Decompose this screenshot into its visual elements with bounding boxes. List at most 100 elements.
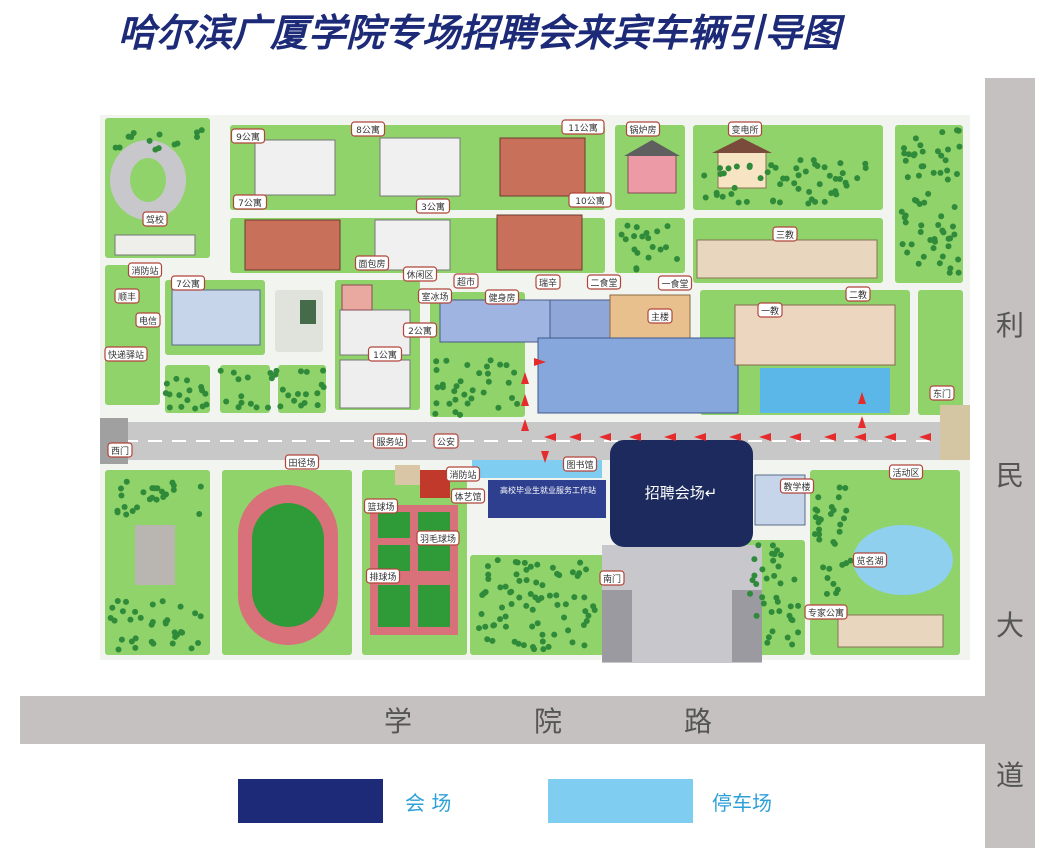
label-bldg2: 二教 [849,289,867,301]
tree-5-15 [464,361,471,368]
label-box-library [562,456,598,472]
tree-7-12 [764,169,771,176]
tree-1-32 [123,598,130,605]
tree-2-24 [554,601,561,608]
tree-5-26 [433,367,440,374]
tree-9-6 [156,131,163,138]
label-canteen_n: 面包房 [358,258,385,270]
tree-4-23 [836,528,843,535]
tree-5-19 [452,409,459,416]
tree-2-54 [533,579,540,586]
tree-3-18 [764,639,771,646]
tree-3-34 [789,641,796,648]
label-box-activity [888,464,924,480]
library-banner-building [488,480,606,518]
lake [853,525,953,595]
label-box-ice_room [417,288,453,304]
tree-4-28 [820,564,827,571]
tree-10-35 [273,367,280,374]
tree-6-47 [918,222,925,229]
fire-station-building [420,470,450,498]
legend-parking-swatch [548,779,693,823]
tree-2-46 [497,616,504,623]
tree-9-11 [198,127,205,134]
tree-7-21 [795,185,802,192]
label-steamer: 顺丰 [118,291,136,303]
tree-2-57 [482,623,489,630]
label-public: 公安 [437,436,455,448]
substation-roof [712,138,772,153]
tree-2-27 [581,594,588,601]
tree-0-15 [170,486,177,493]
tree-0-18 [158,488,165,495]
tree-0-0 [153,496,160,503]
tree-10-0 [238,393,245,400]
tree-10-44 [297,368,304,375]
label-box-apt10 [568,192,612,208]
tree-10-13 [223,398,230,405]
label-box-fire_station_n [127,262,163,278]
label-arts: 体艺馆 [454,491,481,503]
tree-8-10 [657,246,664,253]
court-3 [378,545,410,571]
tree-3-26 [771,551,778,558]
label-lake: 览名湖 [856,555,883,567]
tree-5-3 [468,395,475,402]
tree-10-4 [294,391,301,398]
tree-10-17 [184,397,191,404]
tree-5-2 [433,400,440,407]
tree-8-12 [639,233,646,240]
tree-10-1 [244,374,251,381]
label-fire_station_s: 消防站 [449,469,476,481]
block-small-3 [278,365,326,413]
tree-1-21 [107,614,114,621]
tree-7-4 [810,157,817,164]
tree-8-1 [664,223,671,230]
tree-2-75 [513,571,520,578]
route-arrow-9 [629,433,641,441]
tree-1-17 [137,614,144,621]
tree-10-32 [173,375,180,382]
tree-2-30 [540,646,547,653]
tree-8-3 [674,256,681,263]
tree-10-10 [230,369,237,376]
route-arrow-5 [759,433,771,441]
parking-north [760,368,890,413]
tree-0-19 [121,504,128,511]
tree-4-18 [830,538,837,545]
tree-5-1 [469,387,476,394]
tree-7-38 [828,190,835,197]
tree-2-45 [479,592,486,599]
route-arrow-0 [919,433,931,441]
tree-4-3 [837,521,844,528]
label-fire_station_n: 消防站 [131,265,158,277]
tree-6-2 [953,171,960,178]
tree-6-38 [947,265,954,272]
tree-5-28 [433,358,440,365]
apt7b-building [171,289,261,346]
tree-3-25 [776,608,783,615]
tree-7-53 [702,194,709,201]
tree-10-20 [238,399,245,406]
tree-7-33 [795,172,802,179]
label-box-rest_area [402,266,438,282]
block-small-2 [220,365,270,413]
label-library: 图书馆 [566,459,593,471]
tree-4-11 [833,590,840,597]
tree-10-36 [303,368,310,375]
tree-1-27 [192,610,199,617]
tree-7-41 [832,175,839,182]
tree-2-5 [502,583,509,590]
tree-8-16 [643,229,650,236]
rest-area-statue [300,300,316,324]
tree-6-26 [925,190,932,197]
venue-box[interactable] [610,440,753,547]
tree-6-15 [915,172,922,179]
tree-3-23 [759,594,766,601]
tree-2-50 [574,573,581,580]
label-box-basketball [363,498,399,514]
tree-7-50 [780,175,787,182]
tree-0-8 [170,482,177,489]
tree-7-11 [716,165,723,172]
tree-7-39 [814,163,821,170]
